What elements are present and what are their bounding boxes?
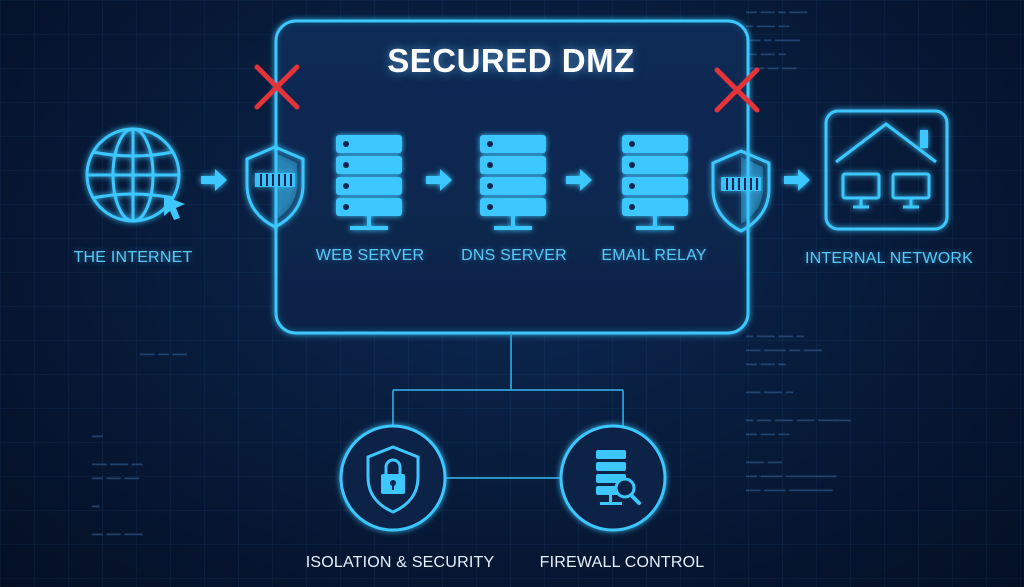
dns-server-label: DNS SERVER [461,247,567,264]
email-relay-icon [622,135,688,230]
decorative-text-right: ▬▬▬ ▬▬▬▬ ▬▬ ▬▬▬▬▬ ▬▬ ▬▬▬▬▬ ▬▬▬ ▬▬▬▬ ▬▬ ▬… [746,9,808,72]
firewall-control-label: FIREWALL CONTROL [539,554,705,571]
decorative-text-mid: ▬▬▬▬ ▬▬▬ ▬▬▬▬ [140,351,187,358]
cursor-icon [164,196,185,220]
firewall-control-icon [559,424,667,532]
connector-lines [392,333,624,479]
isolation-security-icon [339,424,447,532]
dns-server-icon [480,135,546,230]
blocked-x-icon-right [714,67,760,113]
isolation-security-label: ISOLATION & SECURITY [305,554,495,571]
decorative-text-right-2: ▬▬ ▬▬▬▬▬ ▬▬▬▬ ▬▬ ▬▬▬▬ ▬▬▬▬▬▬ ▬▬▬ ▬▬▬▬▬ ▬… [746,333,851,494]
diagram-title: SECURED DMZ [387,42,635,79]
web-server-label: WEB SERVER [315,247,425,264]
web-server-icon [336,135,402,230]
internal-network-label: INTERNAL NETWORK [805,250,973,267]
internal-network-icon [824,109,949,231]
blocked-x-icon-left [254,64,300,110]
email-relay-label: EMAIL RELAY [601,247,707,264]
decorative-text-left: ▬▬▬ ▬▬▬▬ ▬▬▬▬▬ ▬▬▬ ▬▬▬ ▬▬▬▬ ▬▬▬▬ ▬▬ ▬▬▬ … [92,433,143,538]
internet-label: THE INTERNET [73,249,193,266]
flow-arrows [201,169,810,191]
